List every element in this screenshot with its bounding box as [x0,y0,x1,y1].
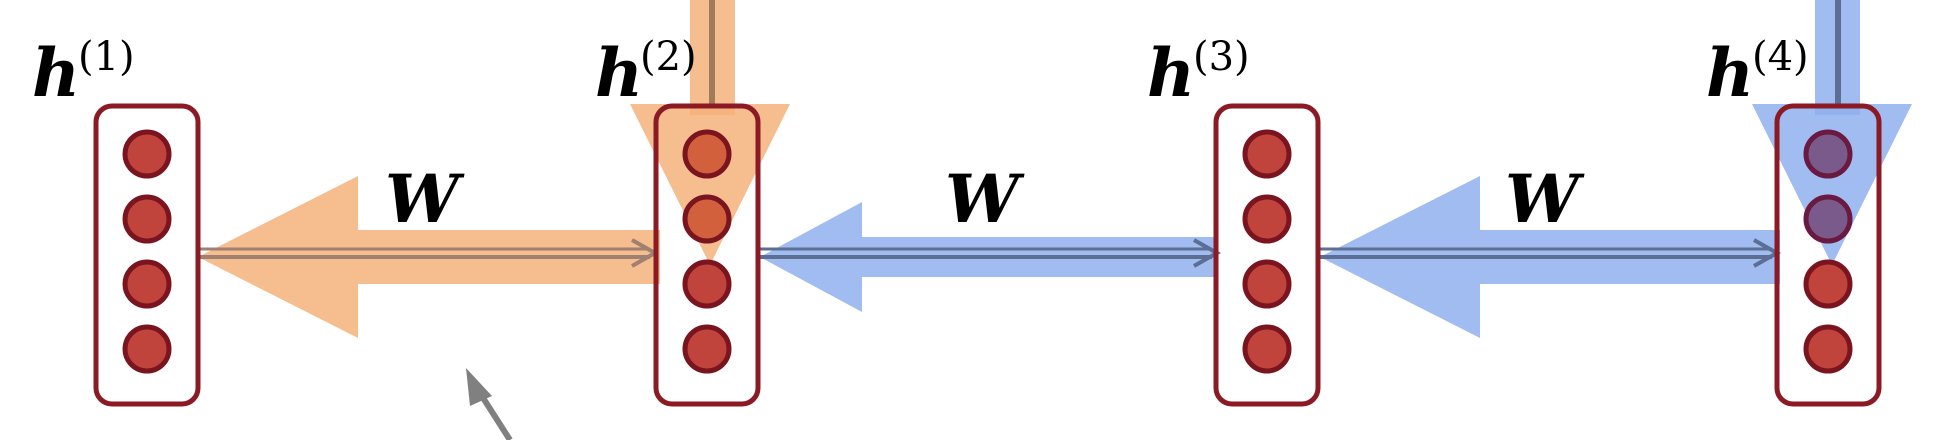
layer-label-h3-base: h [1147,34,1195,112]
layer-label-h4-sup: (4) [1752,34,1809,80]
unit [682,259,732,309]
unit [122,129,172,179]
unit [122,194,172,244]
unit [122,324,172,374]
layer-label-h2-sup: (2) [640,34,697,80]
unit [682,324,732,374]
unit [682,129,732,179]
layer-label-h1-base: h [32,34,80,112]
unit [1242,194,1292,244]
unit [1803,324,1853,374]
layer-label-h1-sup: (1) [78,34,135,80]
layer-h4 [1774,103,1882,407]
incoming-gradient-h2 [630,0,790,265]
layer-label-h2-base: h [595,34,643,112]
unit [1242,259,1292,309]
layer-label-h3-sup: (3) [1193,34,1250,80]
layer-h3 [1213,103,1321,407]
pointer-arrow [466,368,513,440]
layer-h1 [93,103,201,407]
unit [1803,129,1853,179]
weight-label-h3-h4: W [1505,160,1585,238]
incoming-gradient-h4 [1752,0,1912,265]
weight-label-h1-h2: W [385,160,465,238]
layer-label-h4-base: h [1706,34,1754,112]
unit [122,259,172,309]
layer-h2 [653,103,761,407]
unit [1242,324,1292,374]
weight-label-h2-h3: W [945,160,1025,238]
unit [1803,259,1853,309]
unit [682,194,732,244]
unit [1242,129,1292,179]
unit [1803,194,1853,244]
